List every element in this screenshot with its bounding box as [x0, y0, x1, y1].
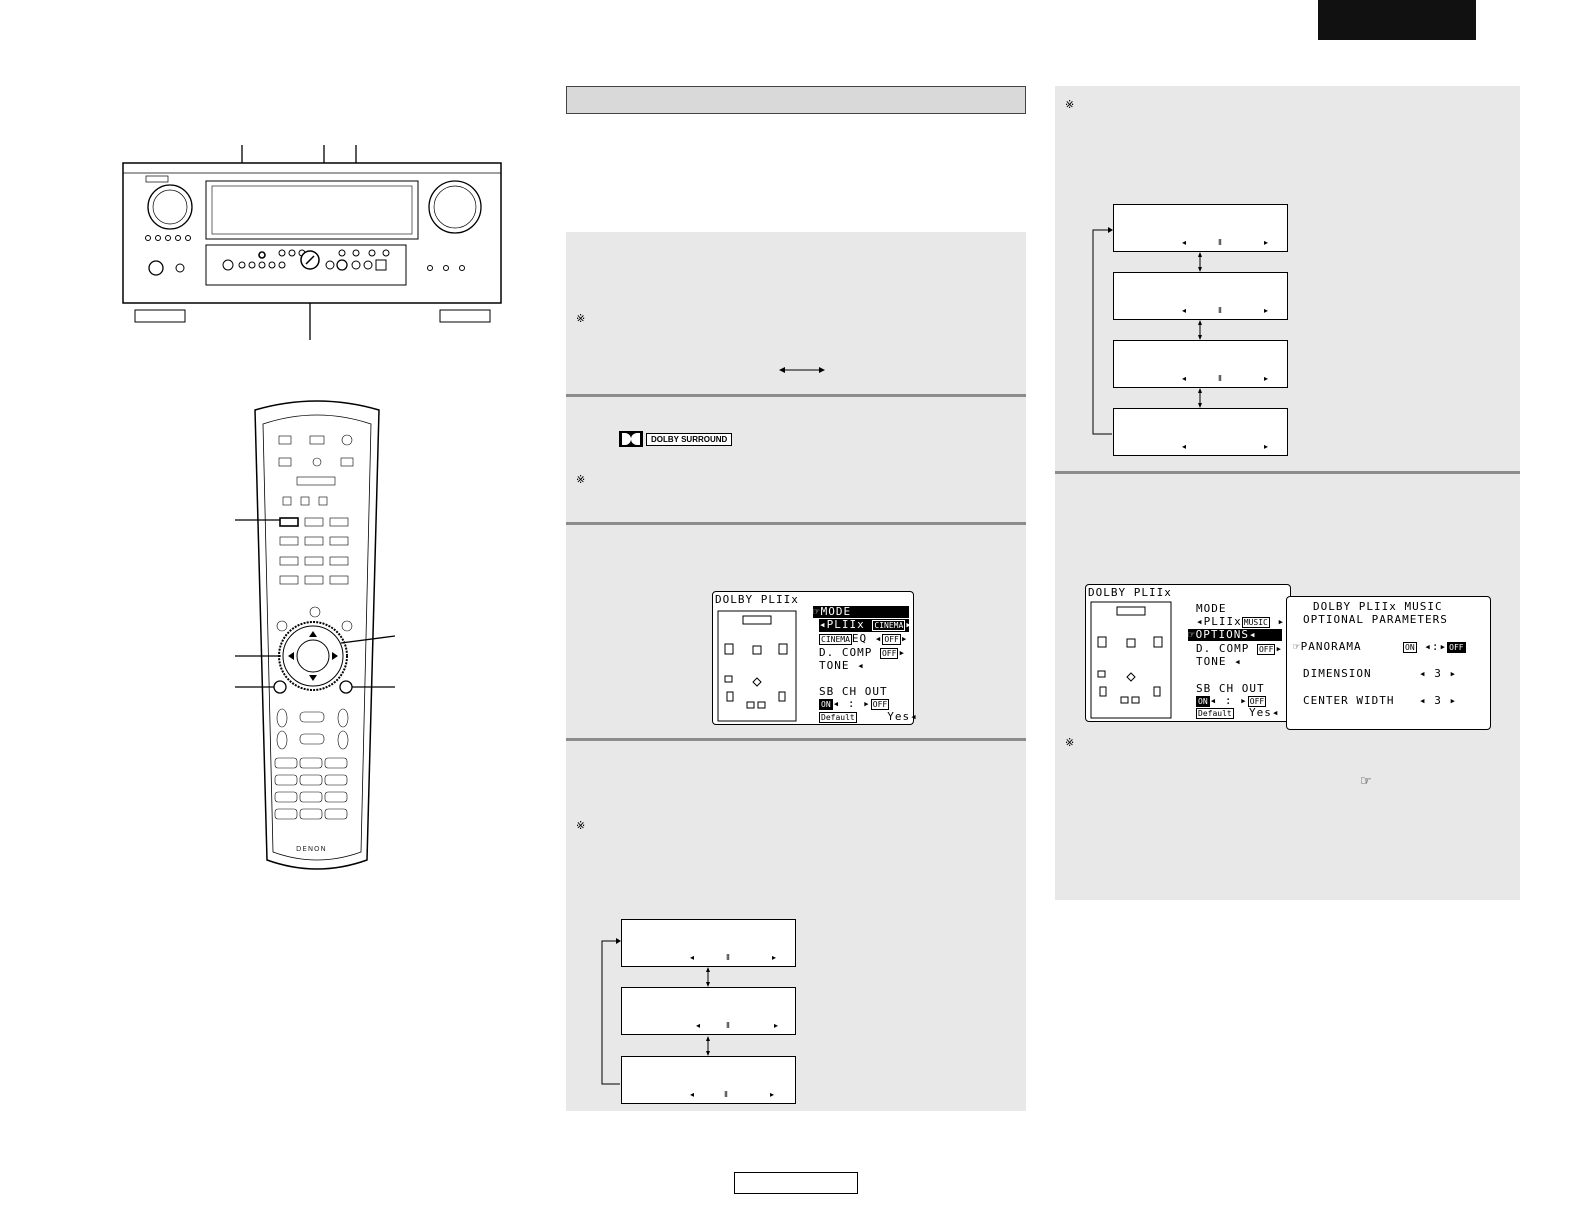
- osd-sb-ch-out-row[interactable]: ON◂ : ▸OFF: [1196, 694, 1267, 707]
- osd-title: DOLBY PLIIx: [715, 593, 799, 606]
- popup-center-width-label: CENTER WIDTH: [1303, 694, 1395, 707]
- note-mark: ※: [576, 819, 586, 832]
- note-mark: ※: [576, 312, 586, 325]
- flow-box-c: ◂ Ⅱ ▸: [1113, 340, 1288, 388]
- language-tab: [1318, 0, 1476, 40]
- step-4-continued: ※ ◂ Ⅱ ▸ ◂ Ⅱ ▸ ◂ Ⅱ ▸ ◂ ▸: [1055, 86, 1520, 474]
- osd-optional-parameters-popup: DOLBY PLIIx MUSIC OPTIONAL PARAMETERS ☞P…: [1286, 596, 1491, 730]
- osd-mode-row[interactable]: ☞MODE: [813, 606, 909, 618]
- step-divider: [566, 394, 1026, 397]
- osd-options-row[interactable]: ☞OPTIONS◂: [1188, 629, 1282, 641]
- flow-box-a: ◂ Ⅱ ▸: [1113, 204, 1288, 252]
- popup-dimension-value[interactable]: ◂ 3 ▸: [1419, 667, 1458, 680]
- osd-tone-row[interactable]: TONE ◂: [1196, 655, 1242, 668]
- flow-arrows: [601, 938, 710, 1085]
- flow-box-3: ◂ Ⅱ ▸: [621, 1056, 796, 1104]
- reference-icon: ☞: [1360, 774, 1372, 789]
- osd-dcomp-row[interactable]: D. COMP OFF▸: [819, 646, 907, 659]
- popup-title-line-2: OPTIONAL PARAMETERS: [1303, 613, 1448, 626]
- flow-box-b: ◂ Ⅱ ▸: [1113, 272, 1288, 320]
- remote-illustration: [235, 400, 395, 870]
- osd-tone-row[interactable]: TONE ◂: [819, 659, 865, 672]
- popup-title-line-1: DOLBY PLIIx MUSIC: [1313, 600, 1443, 613]
- osd-default-row[interactable]: Default Yes◂: [819, 710, 918, 723]
- popup-panorama-value[interactable]: ON ◂:▸OFF: [1403, 640, 1466, 653]
- popup-panorama-row[interactable]: ☞PANORAMA: [1293, 640, 1362, 653]
- speaker-layout-diagram: [717, 610, 797, 722]
- speaker-layout-diagram: [1090, 601, 1172, 719]
- step-divider: [566, 522, 1026, 525]
- osd-mode-value-row[interactable]: ◂PLIIx CINEMA▸: [819, 618, 913, 632]
- step-2: DOLBY SURROUND ※: [566, 397, 1026, 522]
- double-arrow-icon: [779, 367, 825, 373]
- osd-sb-ch-out-label: SB CH OUT: [1196, 682, 1265, 695]
- receiver-illustration: [122, 145, 502, 340]
- section-heading-bar: [566, 86, 1026, 114]
- step-divider: [1055, 471, 1520, 474]
- step-4: ※ ◂ Ⅱ ▸ ◂ Ⅱ ▸ ◂ Ⅱ ▸: [566, 741, 1026, 1111]
- osd-sb-ch-out-row[interactable]: ON◂ : ▸OFF: [819, 697, 890, 710]
- flow-arrows: [1092, 227, 1202, 435]
- dolby-surround-text: DOLBY SURROUND: [646, 432, 733, 446]
- osd-dcomp-row[interactable]: D. COMP OFF▸: [1196, 642, 1284, 655]
- note-mark: ※: [1065, 736, 1075, 749]
- osd-title: DOLBY PLIIx: [1088, 586, 1172, 599]
- remote-brand: DENON: [296, 845, 327, 853]
- osd-sb-ch-out-label: SB CH OUT: [819, 685, 888, 698]
- popup-dimension-label: DIMENSION: [1303, 667, 1372, 680]
- note-mark: ※: [1065, 98, 1075, 111]
- step-1: ※: [566, 232, 1026, 394]
- osd-mode-label: MODE: [1196, 602, 1227, 615]
- osd-default-row[interactable]: Default Yes◂: [1196, 706, 1280, 719]
- note-mark: ※: [576, 473, 586, 486]
- flow-box-d: ◂ ▸: [1113, 408, 1288, 456]
- dolby-double-d-icon: [619, 431, 643, 447]
- dolby-surround-logo: DOLBY SURROUND: [619, 431, 733, 447]
- page-number-box: [734, 1172, 858, 1194]
- step-divider: [566, 738, 1026, 741]
- flow-box-1: ◂ Ⅱ ▸: [621, 919, 796, 967]
- flow-box-2: ◂ Ⅱ ▸: [621, 987, 796, 1035]
- popup-center-width-value[interactable]: ◂ 3 ▸: [1419, 694, 1458, 707]
